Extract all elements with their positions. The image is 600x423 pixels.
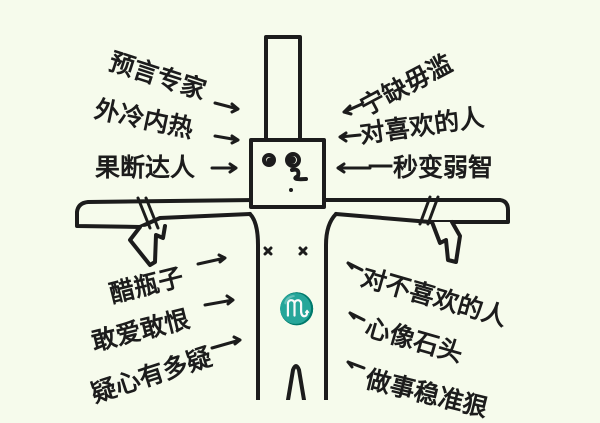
belly-x-left [263,246,273,256]
scorpio-symbol-icon: ♏ [278,292,316,327]
body-left-edge [248,212,260,400]
head-box [249,138,326,209]
left-arm [75,198,260,229]
legs [286,364,306,400]
right-eye [285,152,301,168]
label-decisive: 果断达人 [95,153,196,182]
belly-x-right [298,246,308,256]
right-arm [320,198,510,224]
cartoon-figure [75,35,510,400]
head-antenna [264,35,302,142]
body-right-edge [324,212,338,400]
label-instantly-silly: 一秒变弱智 [368,153,494,182]
nose [290,167,308,182]
left-eye [262,153,276,167]
